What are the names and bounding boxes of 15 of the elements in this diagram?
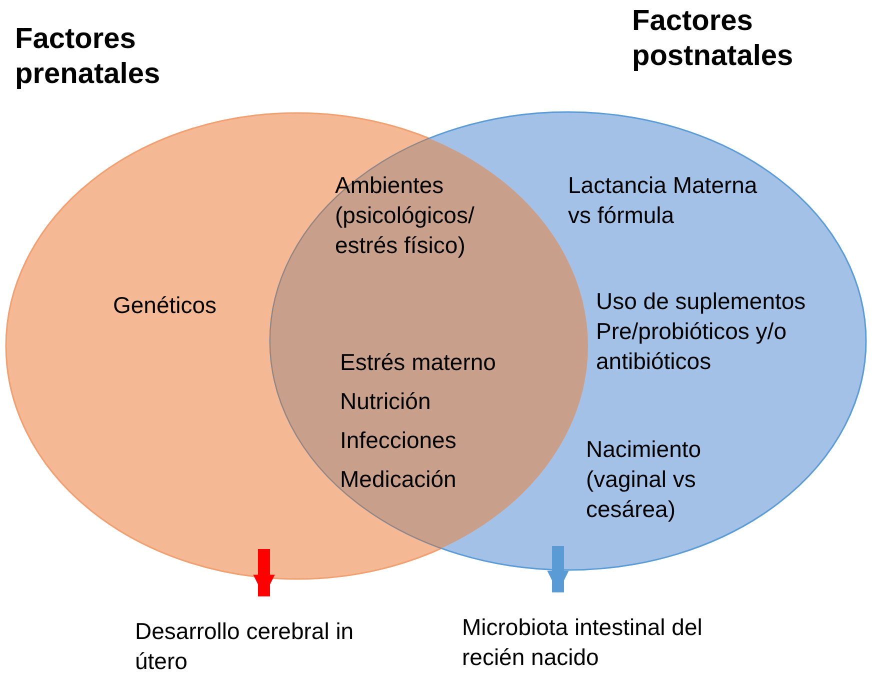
arrow bbox=[547, 546, 569, 592]
factor-text: Nutrición bbox=[340, 387, 432, 416]
circle-heading: Factores postnatales bbox=[632, 4, 794, 74]
factor-text: Uso de suplementos Pre/probióticos y/o antibióticos bbox=[596, 287, 807, 376]
outcome-text: Microbiota intestinal del recién nacido bbox=[462, 613, 704, 672]
factor-text: Medicación bbox=[340, 465, 458, 494]
factor-text: Ambientes (psicológicos/ estrés físico) bbox=[335, 171, 476, 260]
factor-text: Nacimiento (vaginal vs cesárea) bbox=[586, 435, 702, 524]
factor-text: Lactancia Materna vs fórmula bbox=[568, 171, 758, 230]
factor-text: Genéticos bbox=[113, 291, 218, 320]
outcome-text: Desarrollo cerebral in útero bbox=[135, 617, 355, 676]
arrow bbox=[253, 549, 275, 596]
factor-text: Estrés materno bbox=[340, 348, 497, 377]
factor-text: Infecciones bbox=[340, 426, 458, 455]
circle-heading: Factores prenatales bbox=[15, 22, 162, 92]
